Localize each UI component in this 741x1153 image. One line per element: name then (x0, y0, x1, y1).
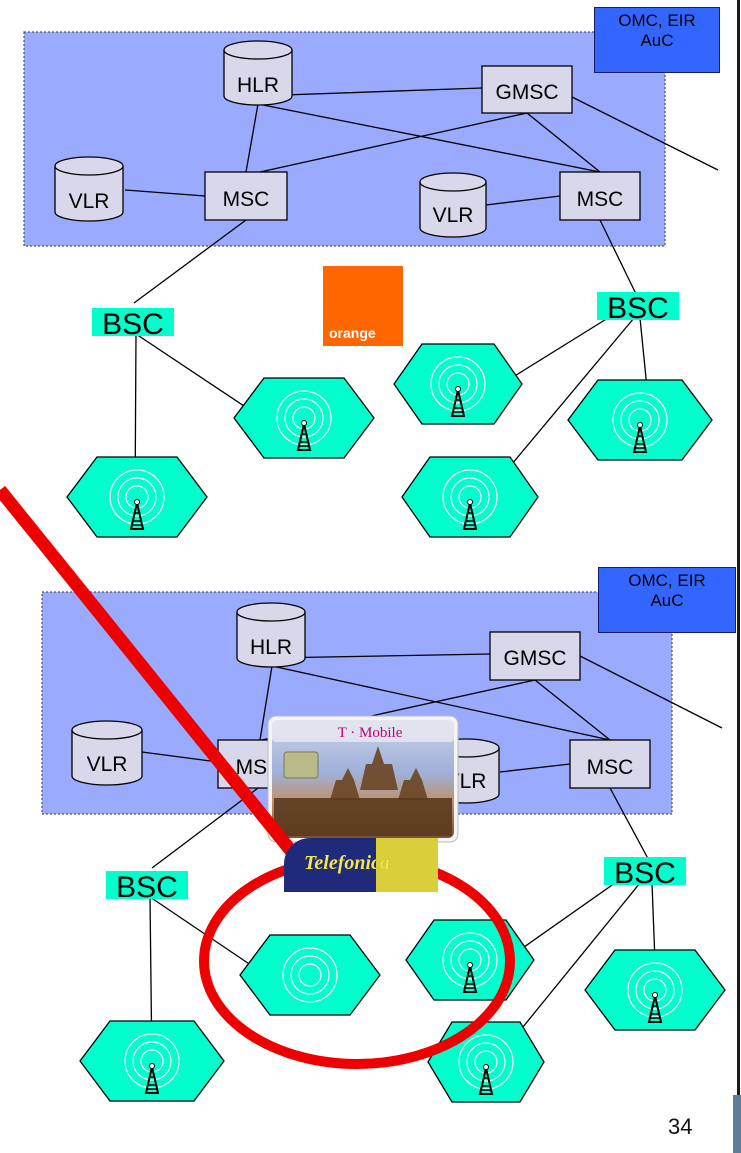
bsc-node-right: BSC (597, 292, 679, 325)
cell-site (79, 1020, 225, 1102)
omc-eir-auc-box: OMC, EIR AuC (598, 567, 736, 633)
sim-chip-icon (283, 751, 319, 779)
cell-site (66, 456, 208, 538)
vlr-database-left: VLR (54, 156, 124, 222)
cell-site (401, 456, 539, 538)
bsc-node-right: BSC (604, 857, 686, 890)
msc-node-right: MSC (569, 739, 651, 789)
bsc-label: BSC (614, 857, 676, 890)
auc-label: AuC (650, 591, 684, 610)
hlr-database: HLR (223, 40, 293, 106)
msc-label: MSC (587, 756, 634, 779)
cell-site (239, 934, 381, 1016)
cell-site (393, 343, 523, 425)
highlight-pointer-line (0, 485, 306, 867)
auc-label: AuC (640, 31, 674, 50)
telefonica-logo-text: Telefonica (304, 852, 390, 874)
hlr-label: HLR (250, 636, 292, 659)
bsc-label: BSC (102, 308, 164, 341)
network-2: HLR GMSC VLR MSC VLR MSC BSC (41, 591, 726, 1103)
msc-label: MSC (577, 188, 624, 211)
hlr-label: HLR (237, 74, 279, 97)
vlr-label: VLR (87, 753, 128, 776)
vlr-database-left: VLR (71, 720, 143, 786)
omc-eir-auc-box: OMC, EIR AuC (594, 7, 720, 73)
cell-site (427, 1021, 545, 1103)
slide-edge-divider (737, 0, 740, 1153)
cell-site (584, 949, 726, 1031)
gmsc-node: GMSC (481, 65, 573, 114)
orange-logo-text: orange (329, 325, 376, 341)
vlr-label: VLR (69, 190, 110, 213)
cell-site (567, 379, 713, 461)
gmsc-node: GMSC (489, 631, 581, 681)
gmsc-label: GMSC (496, 81, 559, 104)
vlr-database-right: VLR (419, 172, 487, 238)
gmsc-label: GMSC (504, 647, 567, 670)
telefonica-logo: Telefonica (284, 838, 438, 892)
sim-card: T · Mobile (267, 715, 459, 843)
msc-node-left: MSC (204, 171, 288, 221)
msc-label: MSC (223, 188, 270, 211)
network-1: HLR GMSC VLR MSC VLR MSC (23, 31, 719, 538)
bsc-label: BSC (116, 871, 178, 904)
vlr-label: VLR (433, 204, 474, 227)
bsc-label: BSC (607, 292, 669, 325)
page-number: 34 (668, 1114, 693, 1139)
corner-decoration (733, 1095, 741, 1153)
omc-label: OMC, EIR (628, 571, 706, 590)
sim-brand-label: T · Mobile (338, 725, 403, 741)
msc-node-right: MSC (559, 171, 641, 221)
orange-logo: orange (323, 266, 403, 346)
bsc-node-left: BSC (106, 871, 188, 904)
cell-site (233, 377, 375, 459)
bsc-node-left: BSC (92, 308, 174, 341)
hlr-database: HLR (236, 602, 306, 668)
omc-label: OMC, EIR (618, 11, 696, 30)
